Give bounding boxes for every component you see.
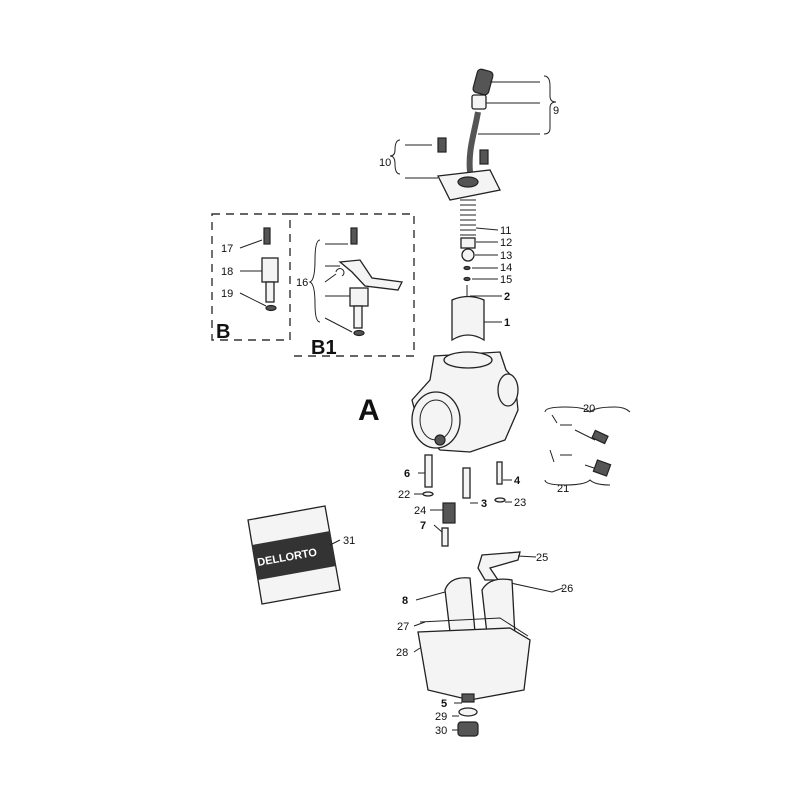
drain-plug [461, 693, 475, 703]
throttle-valve [451, 295, 485, 342]
bowl-nut [457, 721, 479, 737]
part-label-24: 24 [414, 505, 426, 517]
float-pin [505, 581, 553, 593]
part-label-22: 22 [398, 489, 410, 501]
washer-b1 [353, 329, 365, 337]
part-label-11: 11 [500, 225, 511, 237]
needle-jet [462, 467, 471, 499]
part-label-16: 16 [296, 277, 308, 289]
carburetor-body [411, 351, 519, 453]
washer-22 [422, 491, 434, 497]
part-label-1: 1 [504, 317, 510, 329]
part-label-7: 7 [420, 520, 426, 532]
cable-adjuster [466, 68, 494, 173]
part-label-29: 29 [435, 711, 447, 723]
spring [460, 199, 476, 236]
part-label-31: 31 [343, 535, 355, 547]
part-label-21: 21 [557, 483, 569, 495]
part-label-26: 26 [561, 583, 573, 595]
part-label-20: 20 [583, 403, 595, 415]
idle-jet [496, 461, 503, 485]
float-needle [441, 527, 449, 547]
screw-17 [263, 227, 271, 245]
part-label-27: 27 [397, 621, 409, 633]
main-jet-holder [424, 454, 433, 488]
part-label-3: 3 [481, 498, 487, 510]
float-pin-bracket [477, 551, 521, 581]
part-label-28: 28 [396, 647, 408, 659]
part-label-30: 30 [435, 725, 447, 737]
part-label-6: 6 [404, 468, 410, 480]
part-label-19: 19 [221, 288, 233, 300]
part-label-9: 9 [553, 105, 559, 117]
part-label-2: 2 [504, 291, 510, 303]
part-label-23: 23 [514, 497, 526, 509]
part-label-15: 15 [500, 274, 512, 286]
group-label-b: B [216, 321, 230, 343]
float [444, 577, 516, 637]
part-label-14: 14 [500, 262, 512, 274]
washer-29 [458, 707, 478, 717]
clip [463, 265, 471, 271]
washer-19 [265, 304, 277, 312]
part-label-13: 13 [500, 250, 512, 262]
part-label-25: 25 [536, 552, 548, 564]
leader-lines [239, 75, 631, 731]
float-valve-seat [442, 502, 456, 524]
choke-lever [338, 259, 403, 291]
part-label-5: 5 [441, 698, 447, 710]
choke-stem [265, 281, 275, 303]
part-label-10: 10 [379, 157, 391, 169]
box-b1 [290, 213, 415, 357]
part-label-18: 18 [221, 266, 233, 278]
idle-screws [549, 414, 612, 477]
part-label-12: 12 [500, 237, 512, 249]
float-bowl [417, 627, 531, 701]
top-cover [437, 137, 501, 201]
group-label-b1: B1 [311, 337, 337, 359]
screw [350, 227, 358, 245]
choke-plunger [261, 257, 279, 283]
jet-package: DELLORTO [247, 505, 341, 605]
part-label-8: 8 [402, 595, 408, 607]
washer-23 [494, 497, 506, 503]
part-numbers: 9 10 11 12 13 14 15 2 1 17 18 19 16 20 2… [221, 105, 595, 737]
part-label-4: 4 [514, 475, 521, 487]
needle-retainer [460, 237, 476, 249]
choke-body [349, 287, 369, 307]
choke-stem-b1 [353, 305, 363, 329]
gasket [419, 617, 529, 637]
washer [463, 276, 471, 282]
needle-clip-holder [461, 248, 475, 262]
group-label-a: A [358, 394, 380, 427]
box-b [211, 213, 291, 341]
part-label-17: 17 [221, 243, 233, 255]
circlip [335, 268, 345, 277]
